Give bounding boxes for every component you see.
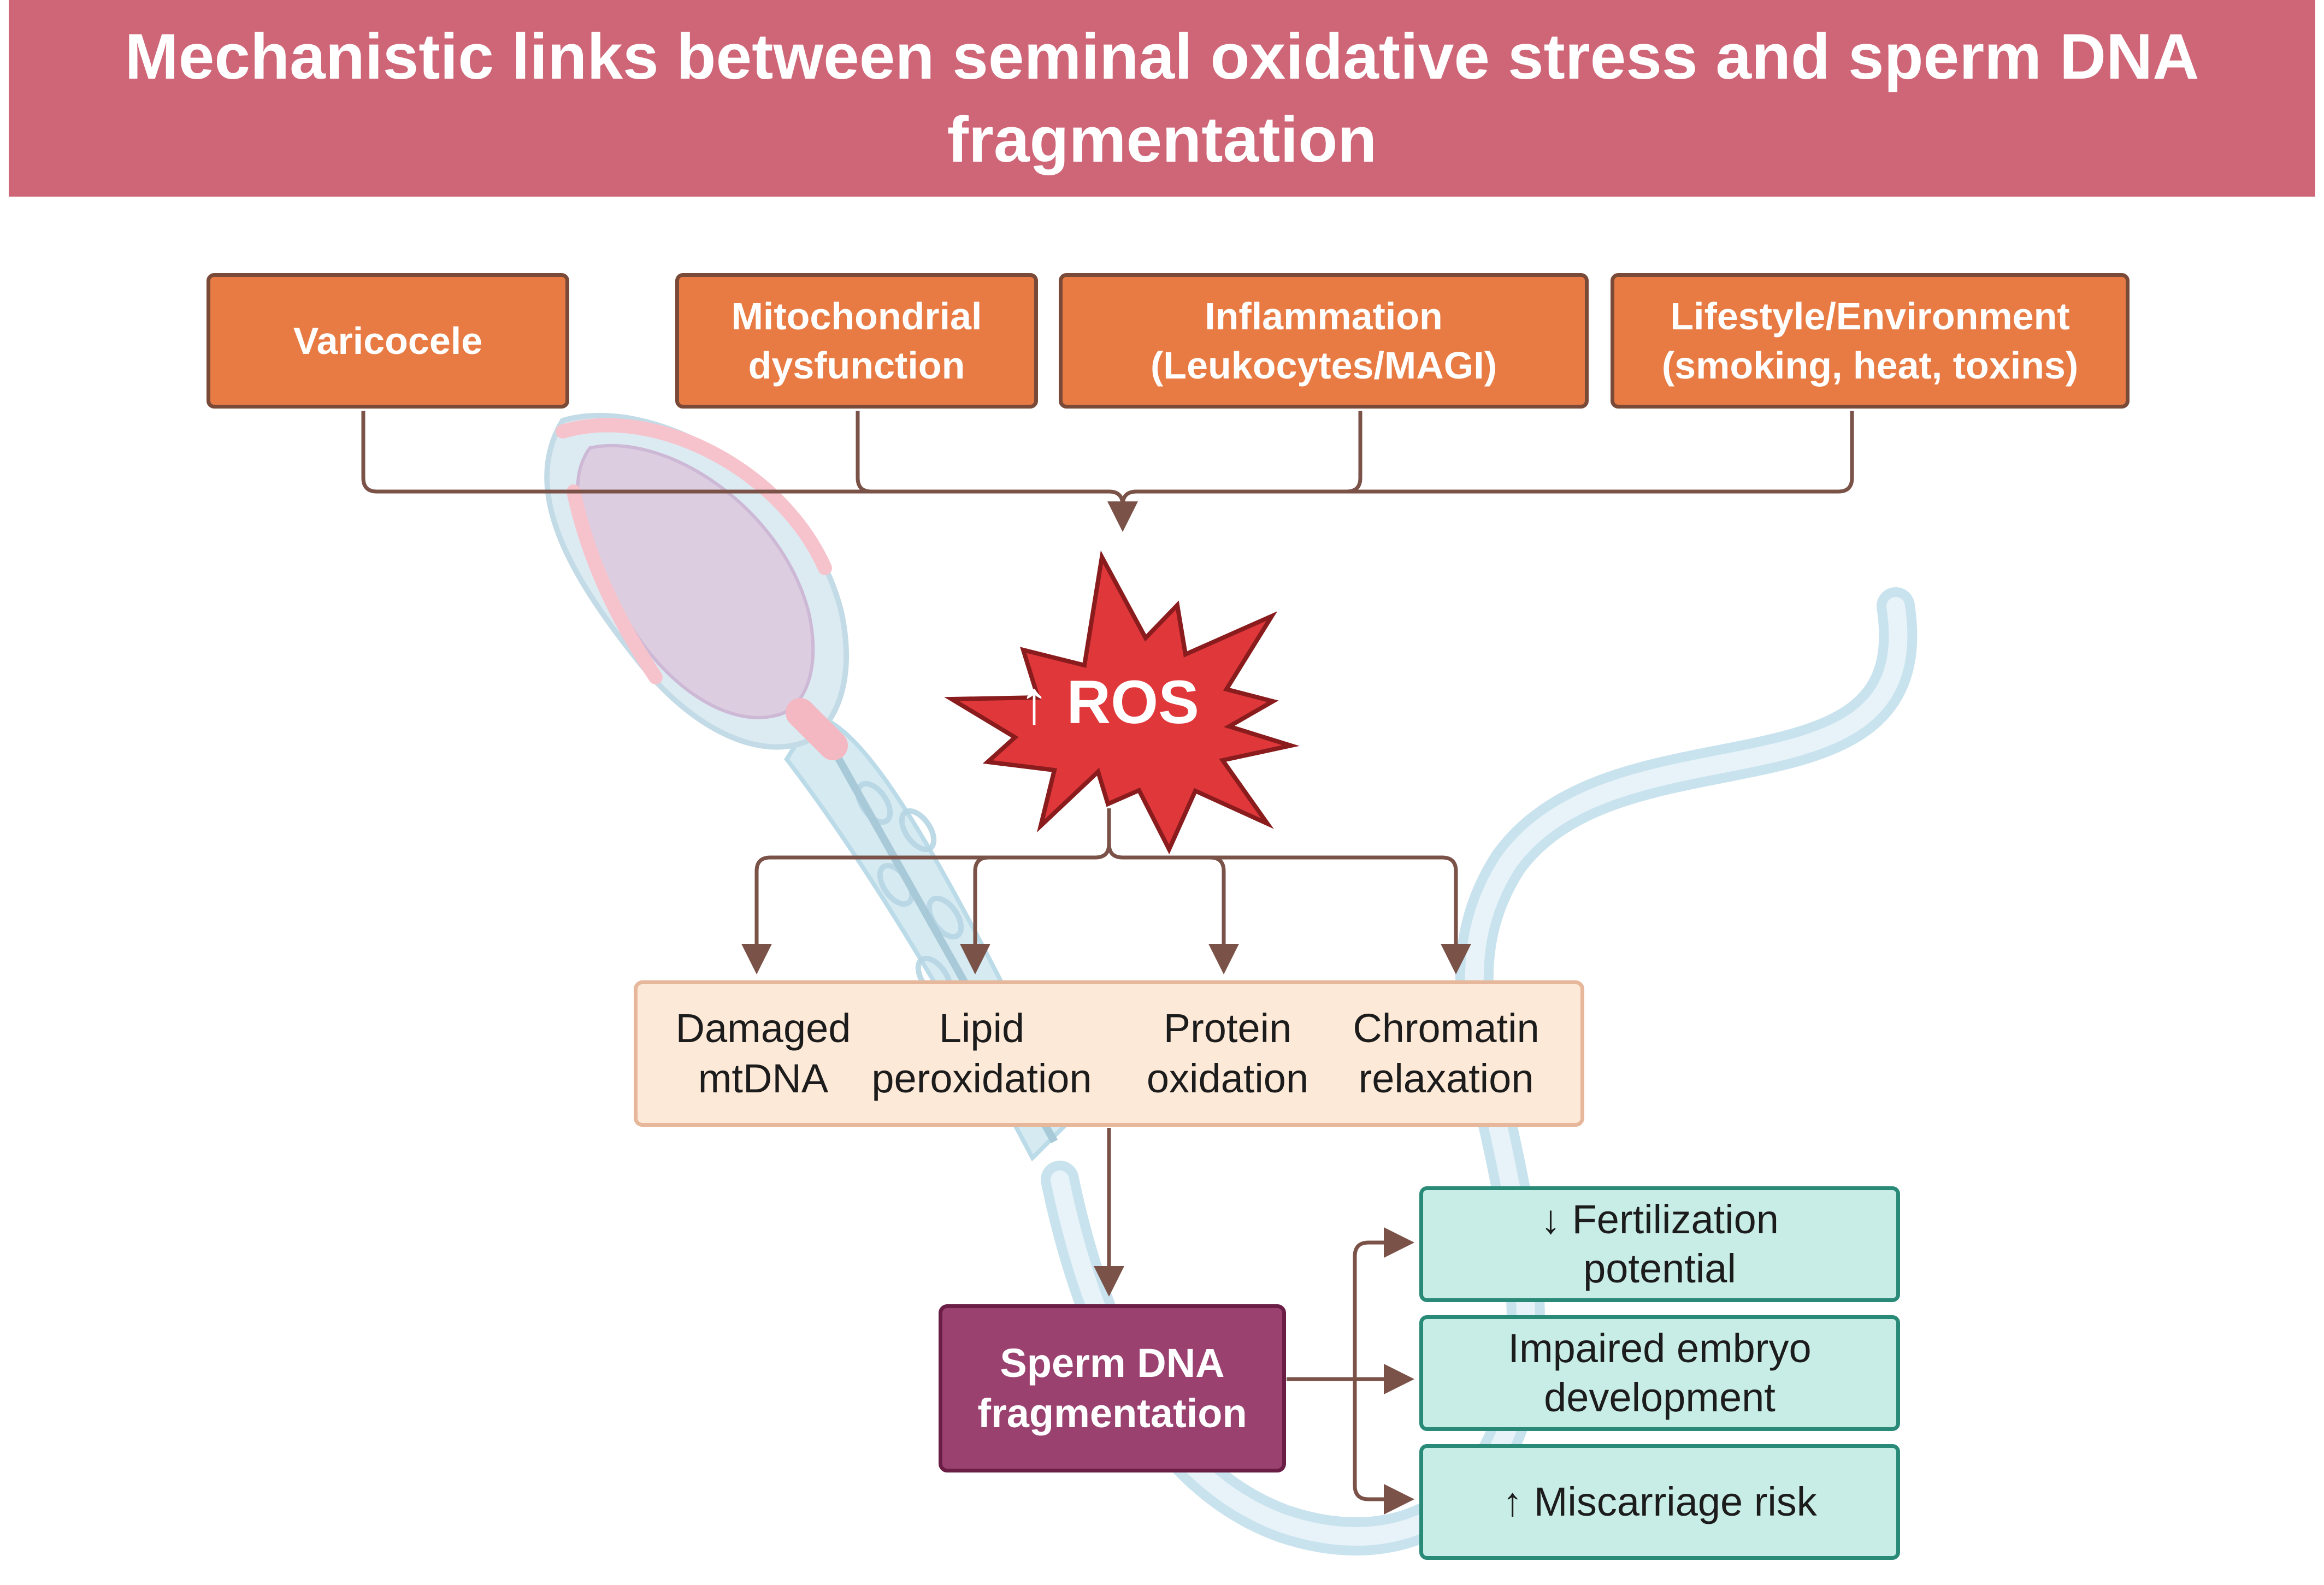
effect-label: Damaged [675,1006,851,1051]
effect-label: oxidation [1146,1056,1309,1101]
effect-label: Lipid [939,1006,1025,1051]
cause-label: Lifestyle/Environment [1670,295,2070,338]
connector-miscarriage [1353,1379,1414,1515]
outcome-label: development [1544,1375,1776,1420]
connector-lifestyle [1347,411,1854,494]
cause-label: Varicocele [293,320,483,362]
effect-label: peroxidation [871,1056,1092,1101]
cause-label: Inflammation [1205,295,1443,338]
central-label: fragmentation [977,1391,1247,1436]
cause-label: Mitochondrial [731,295,982,338]
cause-box-inflammation: Inflammation (Leukocytes/MAGI) [1059,273,1589,409]
cause-box-lifestyle: Lifestyle/Environment (smoking, heat, to… [1611,273,2130,409]
page-title: Mechanistic links between seminal oxidat… [125,21,2199,176]
central-label: Sperm DNA [1000,1340,1225,1386]
outcome-box-embryo: Impaired embryo development [1419,1315,1900,1431]
outcome-label: ↑ Miscarriage risk [1502,1479,1817,1524]
outcome-label: Impaired embryo [1508,1326,1812,1371]
effect-lipid: Lipid peroxidation [856,984,1107,1123]
cause-box-mitochondrial: Mitochondrial dysfunction [675,273,1038,409]
outcome-box-miscarriage: ↑ Miscarriage risk [1419,1444,1900,1560]
effects-box: Damaged mtDNA Lipid peroxidation Protein… [634,980,1584,1127]
ros-label: ↑ ROS [1019,667,1199,736]
cause-label: (Leukocytes/MAGI) [1151,344,1497,387]
effect-mtdna: Damaged mtDNA [648,984,878,1123]
outcome-box-fertilization: ↓ Fertilization potential [1419,1186,1900,1302]
effect-label: Protein [1163,1006,1292,1051]
effect-label: Chromatin [1353,1006,1539,1051]
effect-protein: Protein oxidation [1107,984,1348,1123]
cause-label: (smoking, heat, toxins) [1661,344,2079,387]
sperm-dna-fragmentation-box: Sperm DNA fragmentation [939,1304,1286,1472]
outcome-label: potential [1583,1246,1736,1291]
connector-fertilization [1353,1227,1414,1379]
title-banner: Mechanistic links between seminal oxidat… [9,0,2315,197]
effect-label: relaxation [1358,1056,1534,1101]
cause-box-varicocele: Varicocele [207,273,569,409]
effect-label: mtDNA [698,1056,829,1101]
cause-label: dysfunction [748,344,965,387]
connector-ros-lipid [960,855,990,974]
connector-ros-chromatin [1210,855,1471,974]
outcome-label: ↓ Fertilization [1541,1197,1779,1242]
connector-mitochondrial [856,411,872,494]
effect-chromatin: Chromatin relaxation [1320,984,1572,1123]
